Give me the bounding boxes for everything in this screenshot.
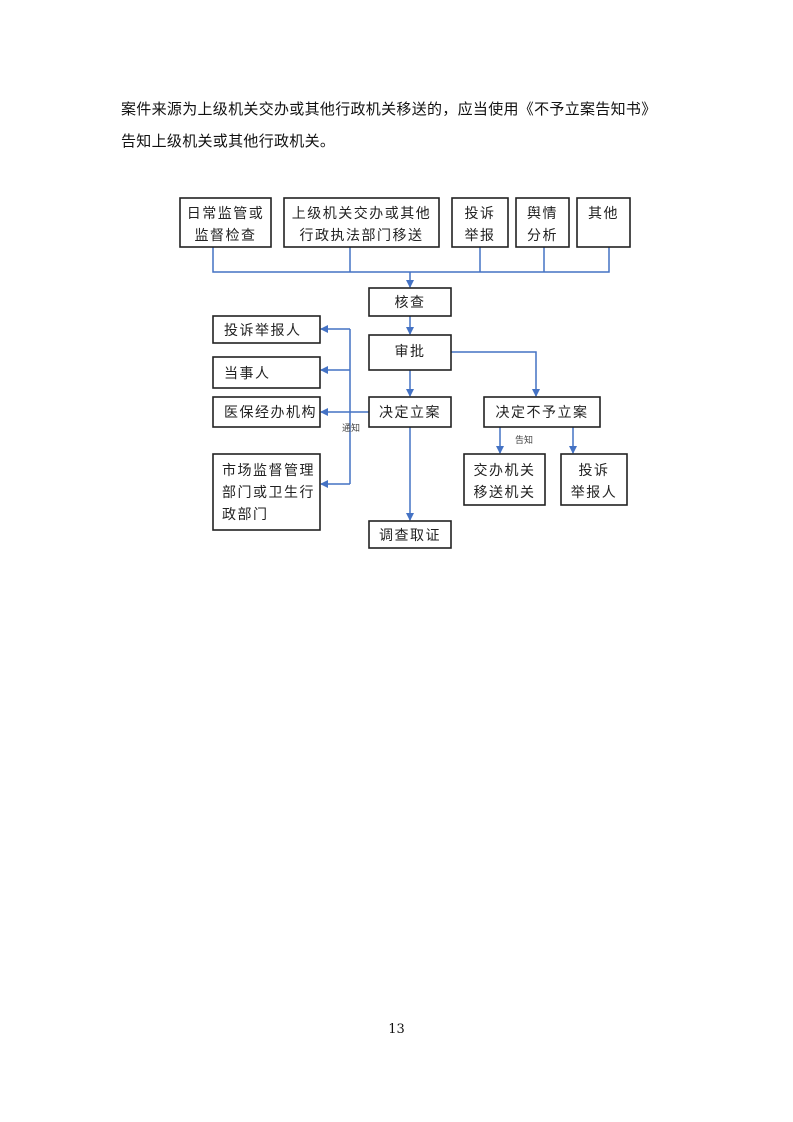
box-text: 举报 (465, 228, 496, 244)
box-text: 监督检查 (195, 228, 257, 244)
no-case-box: 决定不予立案 (483, 396, 601, 428)
box-text: 市场监督管理 (222, 462, 315, 479)
box-text: 投诉 (465, 206, 496, 222)
notify-target-complainant: 投诉举报人 (212, 315, 321, 344)
connectors (212, 247, 610, 521)
inform-target-transfer-agency: 交办机关 移送机关 (463, 453, 546, 506)
box-text: 决定不予立案 (496, 404, 589, 421)
source-box-complaint: 投诉 举报 (451, 197, 509, 248)
box-text: 日常监管或 (187, 206, 265, 222)
investigate-box: 调查取证 (368, 520, 452, 549)
box-text: 医保经办机构 (224, 405, 317, 421)
box-text: 决定立案 (379, 404, 441, 421)
box-text: 移送机关 (474, 485, 536, 501)
source-box-public-opinion: 舆情 分析 (515, 197, 570, 248)
box-text: 审批 (395, 344, 426, 360)
notify-target-party: 当事人 (212, 356, 321, 389)
box-text: 舆情 (527, 206, 558, 222)
approve-box: 审批 (368, 334, 452, 371)
box-text: 举报人 (571, 485, 618, 501)
box-text: 政部门 (222, 507, 269, 523)
page-number: 13 (388, 1022, 405, 1037)
box-text: 上级机关交办或其他 (292, 205, 432, 222)
source-box-routine: 日常监管或 监督检查 (179, 197, 272, 248)
paragraph-line-1: 案件来源为上级机关交办或其他行政机关移送的，应当使用《不予立案告知书》 (121, 100, 657, 118)
source-box-other: 其他 (576, 197, 631, 248)
notify-target-regulator: 市场监督管理 部门或卫生行 政部门 (212, 453, 321, 531)
box-text: 投诉 (579, 463, 610, 479)
box-text: 交办机关 (474, 462, 536, 479)
notify-label: 通知 (342, 422, 360, 434)
notify-target-insurance-agency: 医保经办机构 (212, 396, 321, 428)
box-text: 核查 (395, 295, 426, 311)
source-box-superior: 上级机关交办或其他 行政执法部门移送 (283, 197, 440, 248)
box-text: 调查取证 (379, 528, 441, 544)
verify-box: 核查 (368, 287, 452, 317)
inform-label: 告知 (515, 434, 533, 446)
box-text: 当事人 (224, 366, 271, 382)
box-text: 其他 (588, 206, 619, 222)
box-text: 行政执法部门移送 (300, 228, 424, 244)
box-text: 部门或卫生行 (222, 485, 315, 501)
box-text: 投诉举报人 (224, 323, 302, 339)
file-case-box: 决定立案 (368, 396, 452, 428)
box-text: 分析 (527, 228, 558, 244)
paragraph-line-2: 告知上级机关或其他行政机关。 (121, 132, 336, 150)
inform-target-complainant: 投诉 举报人 (560, 453, 628, 506)
